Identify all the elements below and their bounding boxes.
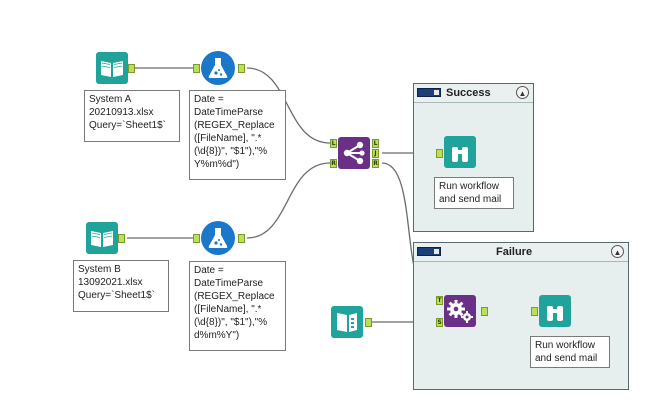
formula-a-annotation: Date = DateTimeParse (REGEX_Replace ([Fi… xyxy=(189,90,286,180)
gears-icon xyxy=(447,300,473,323)
input-b-annotation: System B 13092021.xlsx Query=`Sheet1$` xyxy=(73,260,169,312)
formula-tool-a[interactable] xyxy=(200,50,236,86)
binoculars-icon xyxy=(541,297,569,325)
success-container-title: Success xyxy=(446,87,491,99)
join-j-output-anchor[interactable]: J xyxy=(372,149,379,158)
failure-container-title: Failure xyxy=(496,246,533,258)
join-l-output-anchor[interactable]: L xyxy=(372,139,379,148)
test-output-anchor[interactable] xyxy=(481,307,488,316)
binoculars-icon xyxy=(446,138,474,166)
chevron-up-icon[interactable]: ▲ xyxy=(611,245,624,258)
input-data-tool-b[interactable] xyxy=(86,222,118,254)
browse-success-input-anchor[interactable] xyxy=(436,149,443,158)
browse-tool-failure[interactable] xyxy=(539,295,571,327)
join-right-input-anchor[interactable]: R xyxy=(330,159,337,168)
formula-b-input-anchor[interactable] xyxy=(193,234,200,243)
failure-container-header[interactable]: Failure ▲ xyxy=(414,243,628,262)
directory-tool[interactable] xyxy=(331,306,363,338)
join-icon xyxy=(343,141,365,165)
browse-tool-success[interactable] xyxy=(444,136,476,168)
join-r-output-anchor[interactable]: R xyxy=(372,159,379,168)
toggle-icon[interactable] xyxy=(417,88,441,97)
test-t-input-anchor[interactable]: T xyxy=(436,296,443,305)
test-tool[interactable] xyxy=(444,295,476,327)
flask-icon xyxy=(201,221,235,255)
flask-icon xyxy=(201,51,235,85)
input-a-annotation: System A 20210913.xlsx Query=`Sheet1$` xyxy=(84,90,180,142)
input-b-output-anchor[interactable] xyxy=(118,234,125,243)
browse-failure-input-anchor[interactable] xyxy=(531,307,538,316)
wire-formula-b-to-join xyxy=(246,162,331,239)
success-container-header[interactable]: Success ▲ xyxy=(414,84,533,103)
input-a-output-anchor[interactable] xyxy=(128,64,135,73)
formula-a-input-anchor[interactable] xyxy=(193,64,200,73)
test-s-input-anchor[interactable]: S xyxy=(436,318,443,327)
chevron-up-icon[interactable]: ▲ xyxy=(516,86,529,99)
book-icon xyxy=(101,61,123,77)
browse-success-annotation: Run workflow and send mail xyxy=(434,177,514,209)
join-left-input-anchor[interactable]: L xyxy=(330,139,337,148)
join-tool[interactable] xyxy=(338,137,370,169)
toggle-icon[interactable] xyxy=(417,247,441,256)
formula-b-output-anchor[interactable] xyxy=(238,234,245,243)
wire-formula-a-to-join xyxy=(246,67,331,144)
directory-icon xyxy=(337,313,357,332)
input-data-tool-a[interactable] xyxy=(96,52,128,84)
formula-a-output-anchor[interactable] xyxy=(238,64,245,73)
browse-failure-annotation: Run workflow and send mail xyxy=(530,336,610,368)
book-icon xyxy=(91,231,113,247)
formula-b-annotation: Date = DateTimeParse (REGEX_Replace ([Fi… xyxy=(189,261,286,351)
directory-output-anchor[interactable] xyxy=(365,318,372,327)
formula-tool-b[interactable] xyxy=(200,220,236,256)
